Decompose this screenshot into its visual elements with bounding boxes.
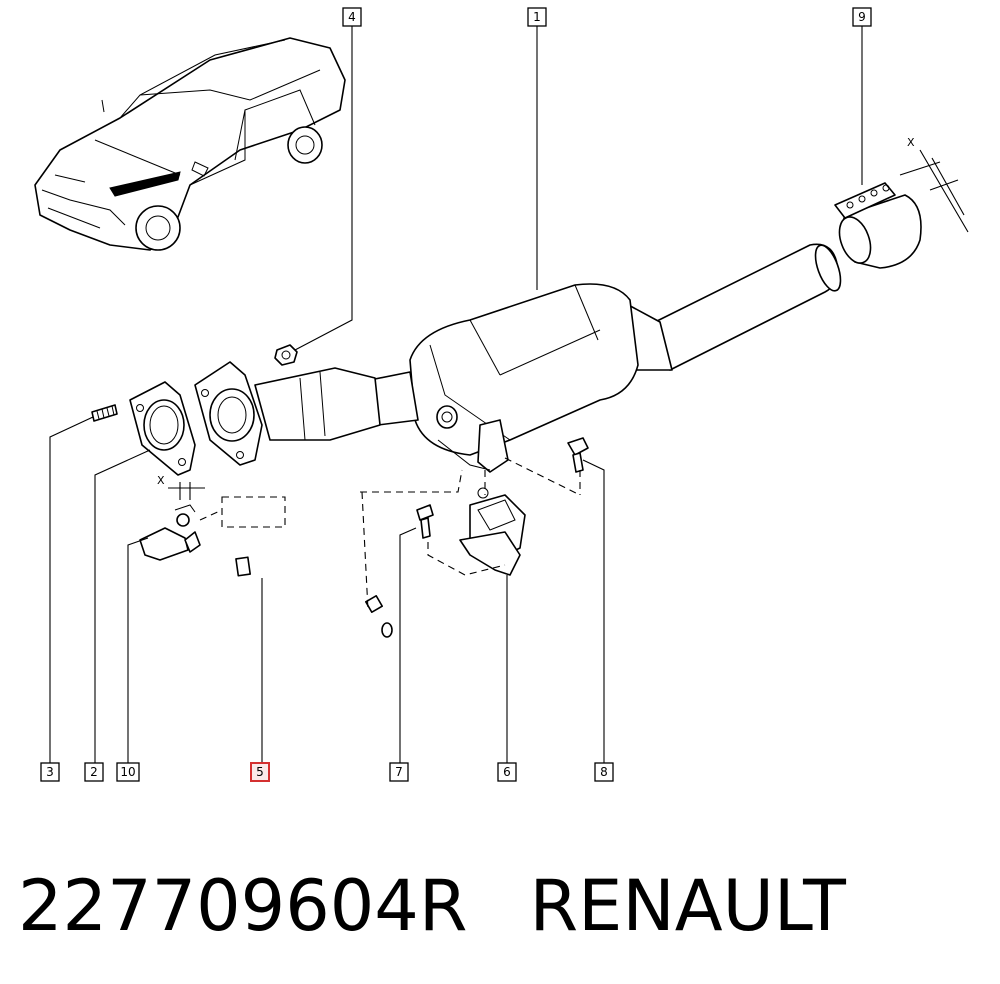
bracket-bolt[interactable] xyxy=(416,504,434,539)
callout-5[interactable]: 5 xyxy=(250,762,270,782)
callout-8[interactable]: 8 xyxy=(594,762,614,782)
part-number-caption: 227709604R RENAULT xyxy=(18,856,978,956)
callout-leader-lines xyxy=(49,26,863,763)
callout-10-label: 10 xyxy=(120,765,135,779)
oxygen-sensor-cable[interactable] xyxy=(139,504,393,638)
catalytic-converter-assembly[interactable] xyxy=(194,242,846,473)
dashed-reference-lines xyxy=(199,457,581,611)
car-illustration xyxy=(34,37,346,251)
callout-5-label: 5 xyxy=(256,765,264,779)
callout-1-label: 1 xyxy=(533,10,541,24)
stud[interactable] xyxy=(91,404,118,422)
callout-9-label: 9 xyxy=(858,10,866,24)
flange-nut[interactable] xyxy=(274,344,298,366)
callout-7[interactable]: 7 xyxy=(389,762,409,782)
rubber-mount[interactable] xyxy=(459,487,526,576)
mounting-screw[interactable] xyxy=(567,437,589,473)
callout-7-label: 7 xyxy=(395,765,403,779)
callout-6-label: 6 xyxy=(503,765,511,779)
callout-2[interactable]: 2 xyxy=(84,762,104,782)
callout-2-label: 2 xyxy=(90,765,98,779)
callout-3[interactable]: 3 xyxy=(40,762,60,782)
callout-8-label: 8 xyxy=(600,765,608,779)
callout-4-label: 4 xyxy=(348,10,356,24)
part-number: 227709604R xyxy=(18,865,468,947)
exhaust-gasket[interactable] xyxy=(129,381,196,476)
callout-6[interactable]: 6 xyxy=(497,762,517,782)
callout-4[interactable]: 4 xyxy=(342,7,362,27)
callout-10[interactable]: 10 xyxy=(116,762,140,782)
callout-9[interactable]: 9 xyxy=(852,7,872,27)
clamp-dimension: X xyxy=(899,136,969,233)
clamp-dimension-label: X xyxy=(907,136,915,149)
callout-3-label: 3 xyxy=(46,765,54,779)
exhaust-clamp[interactable] xyxy=(834,182,922,269)
sensor-dimension: X xyxy=(157,474,205,500)
sensor-dimension-label: X xyxy=(157,474,165,487)
brand-name: RENAULT xyxy=(529,865,846,947)
callout-1[interactable]: 1 xyxy=(527,7,547,27)
